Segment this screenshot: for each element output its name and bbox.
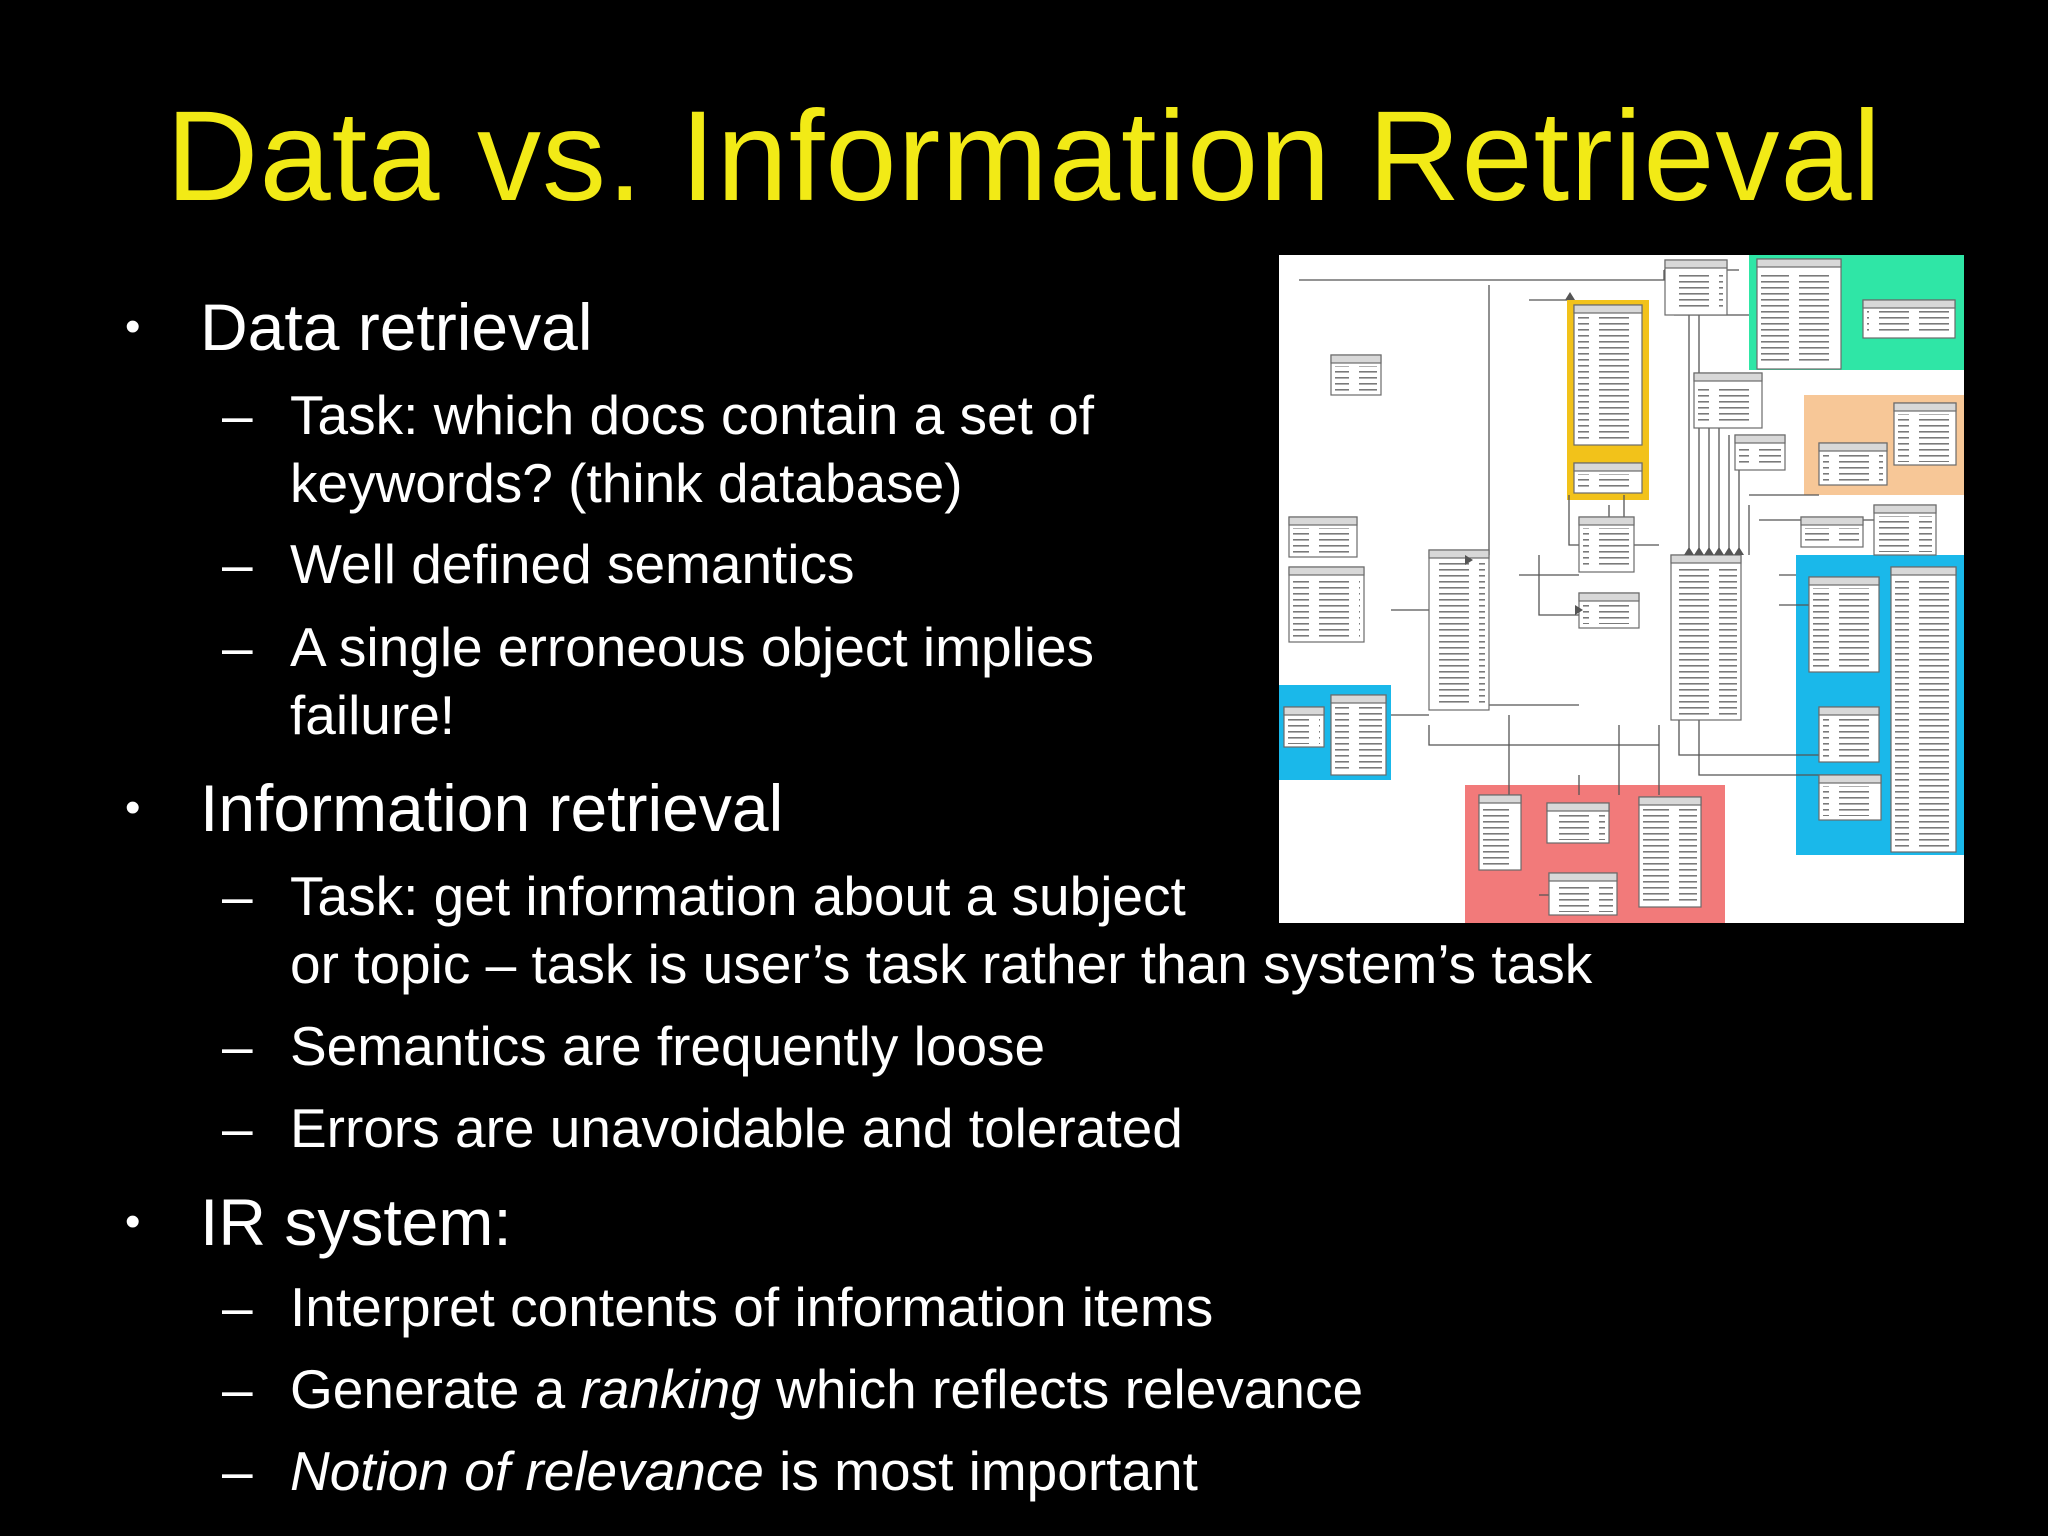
bullet-glyph: • <box>125 783 141 832</box>
slide-title: Data vs. Information Retrieval <box>166 85 1882 228</box>
sub-item-text: Task: which docs contain a set of <box>290 384 1095 446</box>
sub-item-text: failure! <box>290 684 456 746</box>
dash-glyph: – <box>222 1097 253 1159</box>
dash-glyph: – <box>222 533 253 595</box>
sub-item-text: Well defined semantics <box>290 533 855 595</box>
sub-item-text: Task: get information about a subject <box>290 865 1186 927</box>
sub-item-text: Generate a ranking which reflects releva… <box>290 1355 1363 1423</box>
dash-glyph: – <box>222 384 253 446</box>
schema-diagram-svg <box>1279 255 1964 923</box>
bullet-glyph: • <box>125 1197 141 1246</box>
sub-item-post: is most important <box>763 1440 1198 1502</box>
sub-item-text: A single erroneous object implies <box>290 616 1095 678</box>
emphasis-text: ranking <box>580 1358 761 1420</box>
dash-glyph: – <box>222 1015 253 1077</box>
bullet-glyph: • <box>125 302 141 351</box>
bullet-heading: Information retrieval <box>200 771 784 845</box>
sub-item-text: keywords? (think database) <box>290 452 963 514</box>
database-schema-diagram <box>1279 255 1964 923</box>
dash-glyph: – <box>222 865 253 927</box>
connector-arrowheads <box>1465 292 1744 615</box>
schema-tables <box>1283 258 1957 916</box>
dash-glyph: – <box>222 1358 253 1420</box>
emphasis-text: Notion of relevance <box>290 1440 764 1502</box>
dash-glyph: – <box>222 616 253 678</box>
sub-item-text: Semantics are frequently loose <box>290 1015 1046 1077</box>
sub-item-text: Errors are unavoidable and tolerated <box>290 1097 1183 1159</box>
bullet-heading: Data retrieval <box>200 290 593 364</box>
sub-item-post: which reflects relevance <box>760 1358 1364 1420</box>
bullet-heading: IR system: <box>200 1185 512 1259</box>
dash-glyph: – <box>222 1440 253 1502</box>
sub-item-text: Interpret contents of information items <box>290 1276 1214 1338</box>
dash-glyph: – <box>222 1276 253 1338</box>
sub-item-text: Notion of relevance is most important <box>290 1437 1198 1505</box>
sub-item-pre: Generate a <box>290 1358 581 1420</box>
sub-item-text: or topic – task is user’s task rather th… <box>290 933 1593 995</box>
